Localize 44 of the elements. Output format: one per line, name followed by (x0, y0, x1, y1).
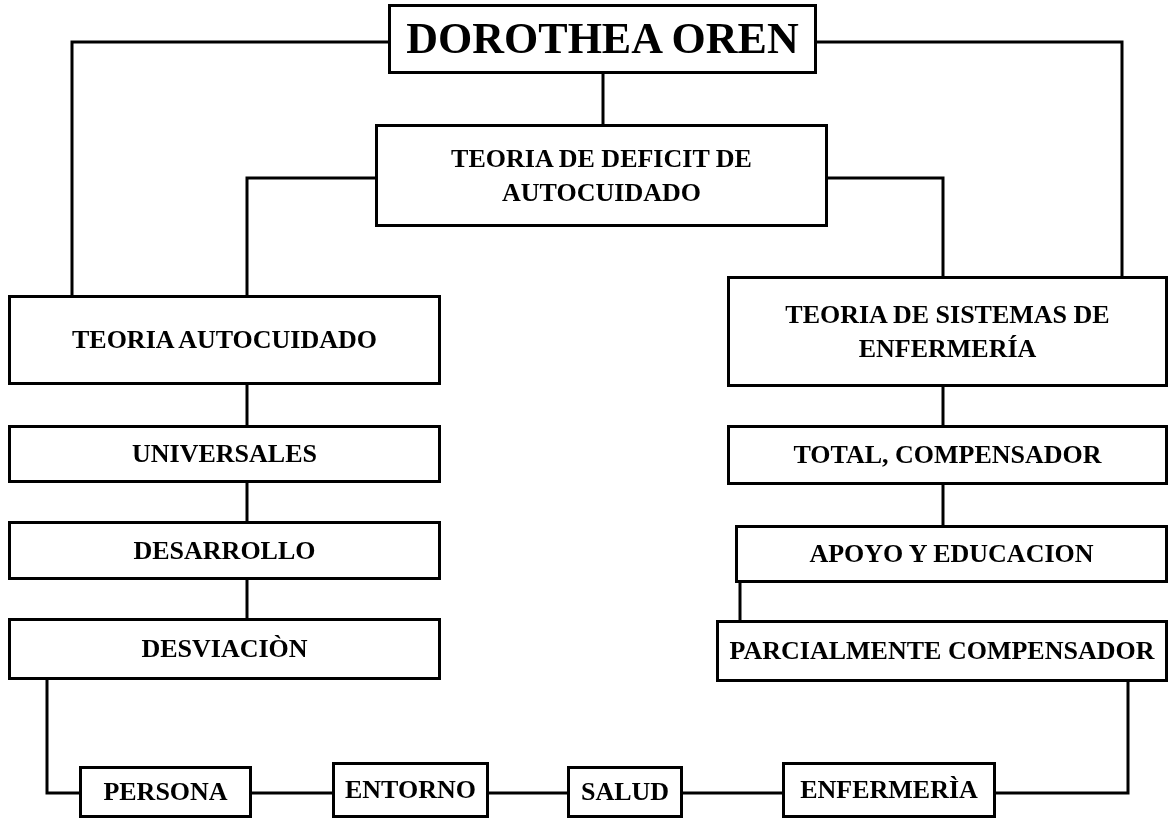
concept-box (388, 4, 817, 74)
connector-line (828, 176, 945, 276)
concept-box (332, 762, 489, 818)
concept-label: ENFERMERÌA (800, 774, 978, 807)
connector-line (817, 40, 1124, 276)
connector-line (941, 485, 945, 525)
concept-label: DOROTHEA OREN (406, 13, 799, 66)
connector-line (601, 74, 605, 124)
concept-label: SALUD (580, 776, 670, 809)
concept-box (8, 618, 441, 680)
connector-line (489, 791, 567, 795)
concept-label: TEORIA AUTOCUIDADO (71, 324, 378, 357)
concept-label: DESVIACIÒN (141, 633, 308, 666)
concept-label: DESARROLLO (133, 534, 316, 567)
concept-box (727, 276, 1168, 387)
concept-box (8, 425, 441, 483)
connector-line (941, 387, 945, 425)
connector-line (683, 791, 782, 795)
concept-box (782, 762, 996, 818)
connector-line (252, 791, 332, 795)
connector-line (45, 680, 79, 795)
concept-label: TEORIA DE SISTEMAS DE ENFERMERÍA (784, 298, 1111, 365)
concept-box (79, 766, 252, 818)
concept-box (716, 620, 1168, 682)
concept-box (567, 766, 683, 818)
concept-label: UNIVERSALES (132, 438, 317, 471)
connector-line (245, 483, 249, 521)
connector-line (245, 580, 249, 618)
connector-line (996, 682, 1130, 795)
concept-label: ENTORNO (345, 774, 476, 807)
concept-label: TOTAL, COMPENSADOR (793, 439, 1102, 472)
concept-box (8, 295, 441, 385)
connector-line (70, 40, 388, 295)
concept-box (8, 521, 441, 580)
connector-line (245, 385, 249, 425)
concept-label: TEORIA DE DEFICIT DE AUTOCUIDADO (450, 142, 753, 209)
concept-box (375, 124, 828, 227)
concept-label: APOYO Y EDUCACION (809, 538, 1094, 571)
connector-line (738, 583, 742, 620)
connector-line (245, 176, 375, 295)
concept-label: PERSONA (103, 776, 228, 809)
concept-box (735, 525, 1168, 583)
concept-label: PARCIALMENTE COMPENSADOR (729, 635, 1155, 668)
concept-box (727, 425, 1168, 485)
